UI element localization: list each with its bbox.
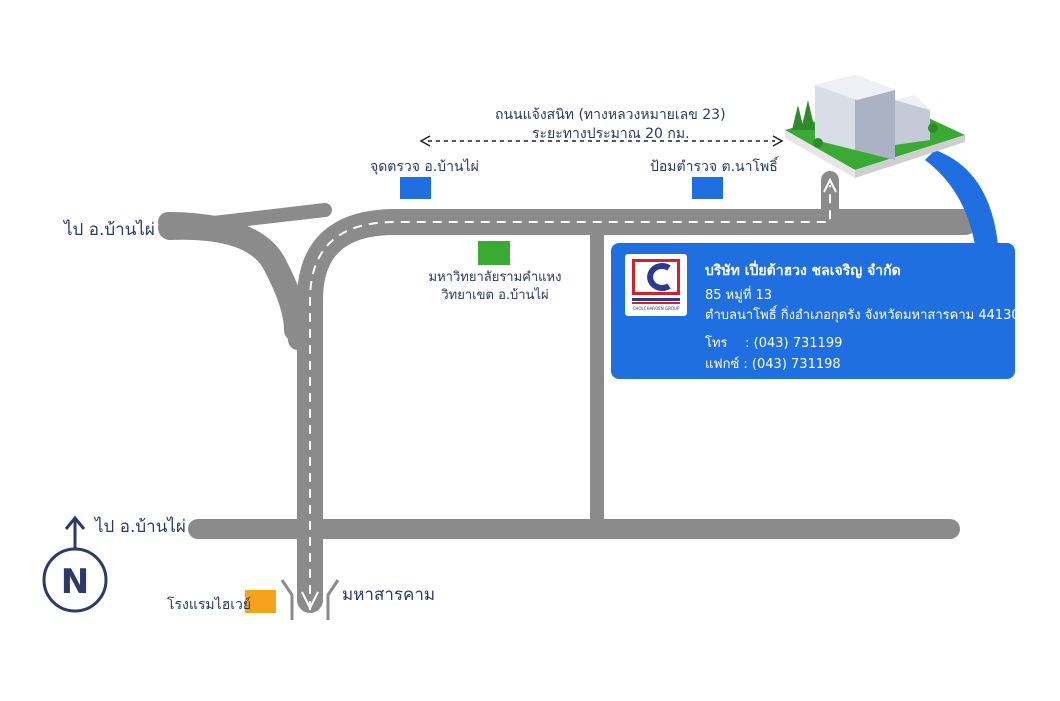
- to-banphai-bottom-label: ไป อ.บ้านไผ่: [95, 517, 186, 537]
- hotel-marker: [245, 590, 276, 613]
- road-entrance-marks: [280, 579, 340, 620]
- company-address-line1: 85 หมู่ที่ 13: [705, 288, 773, 303]
- company-address-line2: ตำบลนาโพธิ์ กิ่งอำเภอกุดรัง จังหวัดมหาสา…: [705, 308, 1020, 323]
- university-label: มหาวิทยาลัยรามคำแหง วิทยาเขต อ.บ้านไผ่: [420, 269, 570, 305]
- company-phone: โทร : (043) 731199: [705, 332, 842, 353]
- fax-label: แฟกซ์: [705, 357, 740, 372]
- police-box-label: ป้อมตำรวจ ต.นาโพธิ์: [650, 159, 778, 175]
- to-banphai-top-label: ไป อ.บ้านไผ่: [64, 220, 155, 240]
- distance-arrow: [419, 135, 784, 147]
- road-name-label: ถนนแจ้งสนิท (ทางหลวงหมายเลข 23): [495, 107, 726, 123]
- company-info-card: CHOLCHAROEN GROUP บริษัท เปี่ยต้าฮวง ชลเ…: [611, 243, 1020, 379]
- fax-value: : (043) 731198: [743, 357, 841, 372]
- distance-label: ระยะทางประมาณ 20 กม.: [532, 126, 690, 142]
- university-label-line1: มหาวิทยาลัยรามคำแหง: [428, 270, 562, 285]
- university-label-line2: วิทยาเขต อ.บ้านไผ่: [441, 288, 549, 303]
- logo-caption: CHOLCHAROEN GROUP: [632, 306, 680, 311]
- callout-pointer: [925, 150, 998, 245]
- hotel-label: โรงแรมไฮเวย์: [167, 597, 252, 613]
- company-logo: CHOLCHAROEN GROUP: [625, 254, 687, 316]
- company-name: บริษัท เปี่ยต้าฮวง ชลเจริญ จำกัด: [705, 263, 901, 279]
- road-center-line: [309, 185, 831, 610]
- road-branch-join: [158, 212, 308, 350]
- building-icon: [785, 75, 965, 178]
- police-box-marker: [692, 177, 723, 199]
- maha-sarakham-label: มหาสารคาม: [342, 585, 436, 605]
- north-letter: N: [61, 562, 89, 602]
- phone-value: : (043) 731199: [745, 336, 843, 351]
- checkpoint-label: จุดตรวจ อ.บ้านไผ่: [370, 159, 479, 175]
- company-fax: แฟกซ์ : (043) 731198: [705, 353, 841, 374]
- arrow-down-icon: [301, 591, 319, 611]
- university-marker: [478, 241, 510, 265]
- phone-label: โทร: [705, 336, 728, 351]
- checkpoint-marker: [400, 177, 431, 199]
- arrow-up-icon: [823, 177, 837, 193]
- north-compass-icon: N: [42, 515, 108, 613]
